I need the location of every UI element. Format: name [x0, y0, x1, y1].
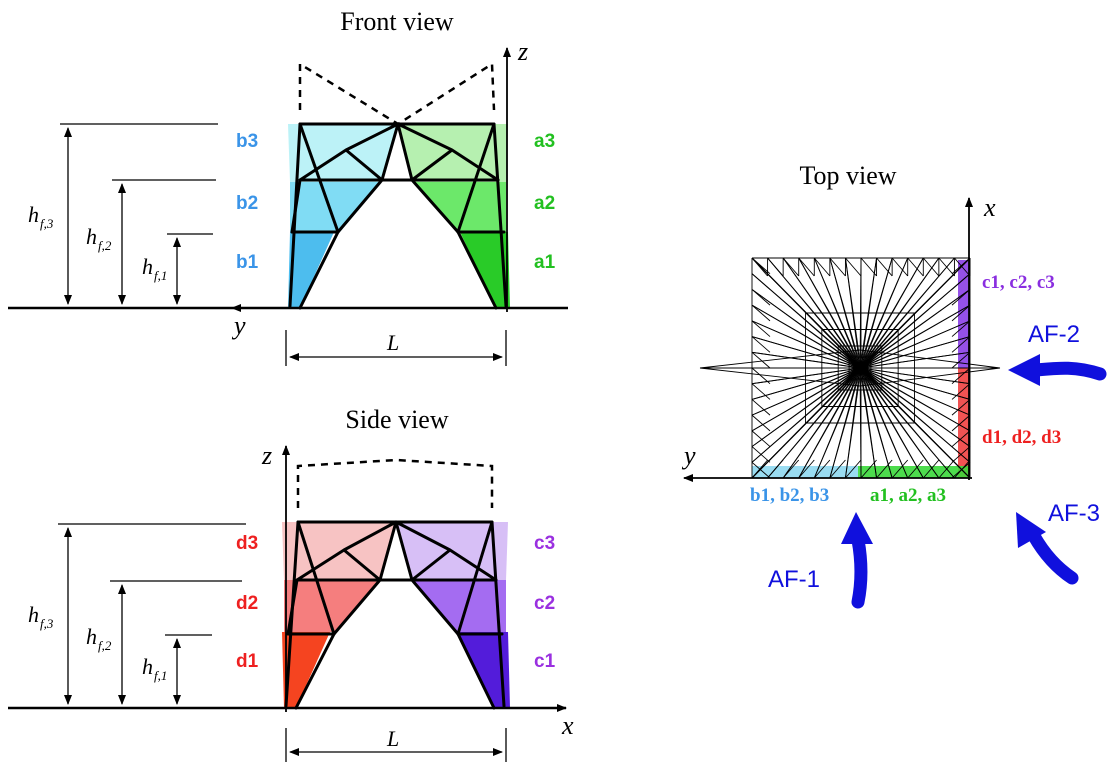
panel-d2: [284, 580, 380, 632]
side-hf2-sub: f,2: [98, 638, 112, 653]
label-d1: d1: [236, 651, 259, 672]
side-truss: [284, 458, 506, 710]
force-arrow-af3: [1016, 512, 1079, 585]
top-view: Top view x y c1, c2, c3 d1, d2, d3 b1, b…: [681, 161, 1107, 609]
panel-b1: [288, 232, 334, 308]
front-panels: [288, 124, 510, 308]
side-x-label: x: [561, 711, 574, 740]
front-y-label: y: [231, 311, 246, 340]
label-group-d: d1, d2, d3: [982, 427, 1061, 448]
label-group-a: a1, a2, a3: [870, 485, 946, 506]
label-af2: AF-2: [1028, 321, 1080, 348]
side-span-label: L: [386, 726, 399, 751]
label-c3: c3: [534, 533, 555, 554]
front-hf3-main: h: [28, 202, 39, 227]
label-group-c: c1, c2, c3: [982, 272, 1055, 293]
top-mesh: [699, 257, 1001, 479]
label-d2: d2: [236, 593, 258, 614]
panel-b2: [290, 182, 382, 232]
top-view-title: Top view: [799, 161, 896, 190]
top-x-label: x: [983, 193, 996, 222]
edge-d: [958, 368, 970, 478]
front-view-title: Front view: [340, 7, 454, 36]
side-height-dims: [58, 523, 246, 705]
side-hf2-main: h: [86, 624, 97, 649]
side-view-title: Side view: [345, 405, 448, 434]
force-arrow-af1: [841, 512, 873, 609]
side-hf3-main: h: [28, 602, 39, 627]
front-hf2-main: h: [86, 224, 97, 249]
label-a3: a3: [534, 131, 555, 152]
panel-a1: [460, 232, 510, 308]
top-y-label: y: [681, 441, 696, 470]
panel-c1: [458, 632, 510, 708]
side-hf1-sub: f,1: [154, 668, 167, 683]
label-b1: b1: [236, 252, 259, 273]
side-hf1-main: h: [142, 654, 153, 679]
panel-a2: [412, 182, 506, 232]
label-b2: b2: [236, 193, 258, 214]
side-z-label: z: [261, 441, 272, 470]
label-d3: d3: [236, 533, 258, 554]
label-group-b: b1, b2, b3: [750, 485, 829, 506]
panel-d1: [282, 632, 330, 708]
panel-c2: [412, 580, 506, 632]
side-view: Side view z x h f,3: [8, 405, 574, 762]
force-arrow-af2: [1008, 354, 1107, 386]
label-af3: AF-3: [1048, 500, 1100, 527]
front-span-label: L: [386, 330, 399, 355]
front-height-dims: [60, 123, 218, 305]
edge-b: [752, 466, 858, 478]
label-c1: c1: [534, 651, 556, 672]
label-c2: c2: [534, 593, 555, 614]
front-hf3-sub: f,3: [40, 216, 54, 231]
label-b3: b3: [236, 131, 258, 152]
front-hf1-sub: f,1: [154, 268, 167, 283]
label-a2: a2: [534, 193, 555, 214]
label-a1: a1: [534, 252, 556, 273]
front-z-label: z: [517, 37, 528, 66]
front-hf2-sub: f,2: [98, 238, 112, 253]
side-hf3-sub: f,3: [40, 616, 54, 631]
side-panels: [282, 522, 510, 708]
label-af1: AF-1: [768, 566, 820, 593]
edge-c: [958, 260, 970, 368]
front-view: Front view z y: [8, 7, 568, 366]
front-hf1-main: h: [142, 254, 153, 279]
front-truss: [288, 61, 508, 310]
